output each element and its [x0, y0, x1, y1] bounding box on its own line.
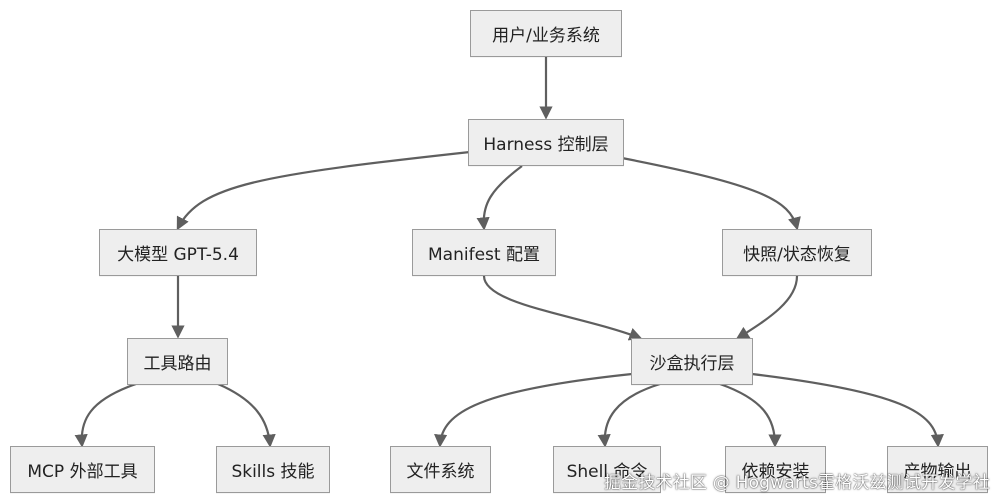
edge-manifest-sandbox: [482, 275, 643, 341]
node-sandbox-label: 沙盒执行层: [649, 354, 735, 374]
node-snapshot: 快照/状态恢复: [722, 229, 872, 276]
node-shell-label: Shell 命令: [566, 462, 648, 482]
node-user-label: 用户/业务系统: [492, 26, 600, 46]
node-manifest-label: Manifest 配置: [428, 245, 540, 265]
node-mcp-label: MCP 外部工具: [27, 462, 138, 482]
node-model-label: 大模型 GPT-5.4: [117, 245, 239, 265]
node-deps: 依赖安装: [725, 446, 826, 493]
edge-sandbox-shell: [597, 382, 661, 448]
edge-snapshot-sandbox: [735, 275, 799, 340]
edge-router-skills: [217, 382, 276, 448]
node-manifest: Manifest 配置: [412, 229, 556, 276]
edge-sandbox-artifacts: [751, 372, 944, 448]
edge-router-mcp: [74, 382, 137, 448]
edge-harness-snapshot: [621, 156, 801, 231]
edge-harness-model: [176, 150, 471, 231]
node-skills-label: Skills 技能: [231, 462, 315, 482]
node-harness: Harness 控制层: [468, 119, 624, 166]
node-skills: Skills 技能: [216, 446, 330, 493]
edge-sandbox-files: [434, 372, 633, 448]
node-user: 用户/业务系统: [470, 10, 622, 57]
node-mcp: MCP 外部工具: [10, 446, 155, 493]
node-harness-label: Harness 控制层: [483, 135, 609, 155]
node-deps-label: 依赖安装: [741, 462, 810, 482]
edge-sandbox-deps: [719, 382, 782, 448]
node-files: 文件系统: [390, 446, 491, 493]
edge-harness-manifest: [476, 165, 523, 231]
node-router-label: 工具路由: [143, 354, 212, 374]
node-router: 工具路由: [127, 338, 228, 385]
node-sandbox: 沙盒执行层: [631, 338, 753, 385]
node-files-label: 文件系统: [406, 462, 475, 482]
node-model: 大模型 GPT-5.4: [99, 229, 257, 276]
node-shell: Shell 命令: [553, 446, 661, 493]
node-artifacts-label: 产物输出: [903, 462, 972, 482]
node-snapshot-label: 快照/状态恢复: [743, 245, 851, 265]
node-artifacts: 产物输出: [887, 446, 988, 493]
watermark: 掘金技术社区 @ Hogwarts霍格沃兹测试开发学社: [603, 473, 990, 493]
